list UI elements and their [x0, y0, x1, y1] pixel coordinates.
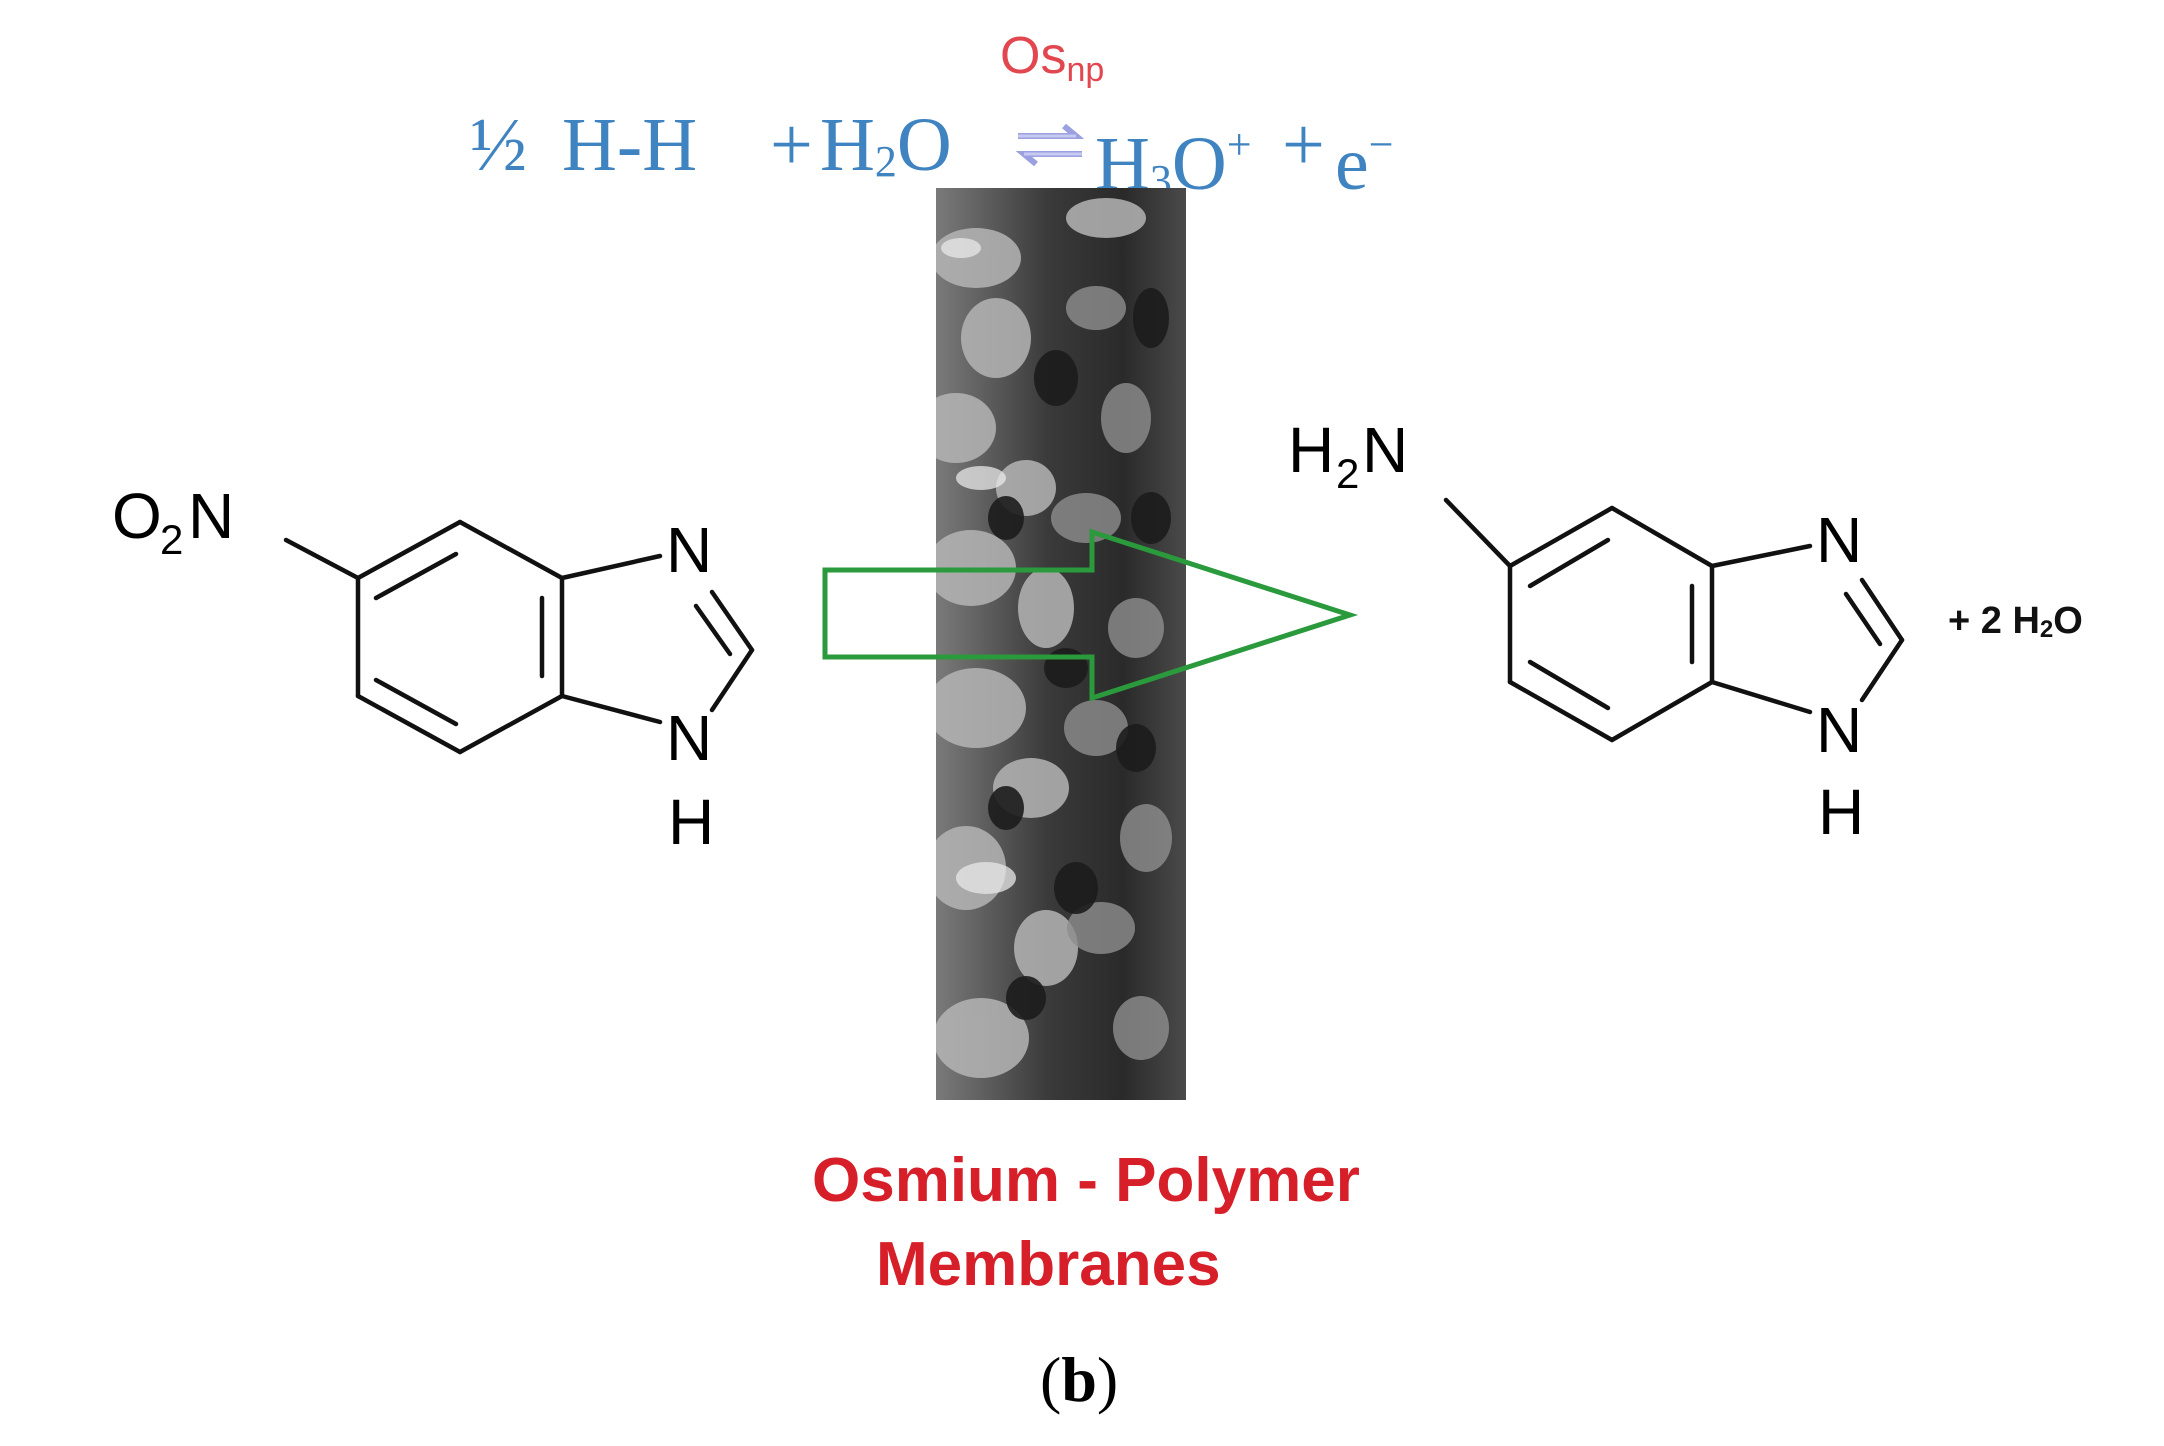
catalyst-subscript: np	[1066, 51, 1105, 89]
equation-water: H2O	[820, 103, 952, 187]
membrane-caption-line-1: Osmium - Polymer	[812, 1146, 1360, 1215]
product-nh2-sub: 2	[1336, 450, 1359, 497]
product-ring-nh-h: H	[1818, 776, 1864, 848]
reactant-ring-nh-n: N	[666, 702, 712, 774]
catalyst-label: Osnp	[1000, 30, 1104, 87]
reactant-ring-n: N	[666, 514, 712, 586]
equation-plus-2: +	[1282, 103, 1325, 187]
reversible-arrow-icon	[1010, 100, 1090, 190]
byproduct-label: + 2 H2O	[1948, 600, 2083, 643]
reaction-equation: ½ H-H + H2O H3O+ + e−	[470, 100, 1470, 206]
reactant-no2-sub: 2	[160, 516, 183, 563]
product-ring-n: N	[1816, 504, 1862, 576]
product-ring-nh-n: N	[1816, 694, 1862, 766]
reactant-no2-n: N	[188, 480, 234, 552]
membrane-caption-line-2: Membranes	[876, 1230, 1221, 1299]
product-nh2-n: N	[1362, 414, 1408, 486]
panel-label: (b)	[1040, 1344, 1119, 1415]
equation-electron: e−	[1335, 120, 1394, 206]
catalyst-symbol: Os	[1000, 27, 1067, 85]
reactant-no2-o: O	[112, 480, 162, 552]
equation-plus-1: +	[770, 103, 813, 187]
membrane-image	[936, 188, 1186, 1100]
equation-h-h: H-H	[562, 103, 698, 187]
equation-half: ½	[470, 103, 527, 187]
product-nh2-h: H	[1288, 414, 1334, 486]
reactant-ring-nh-h: H	[668, 786, 714, 858]
